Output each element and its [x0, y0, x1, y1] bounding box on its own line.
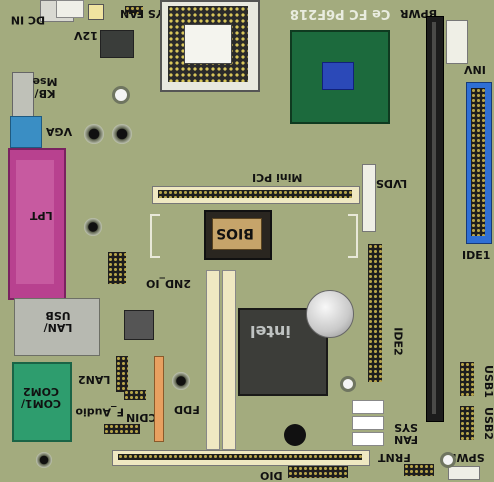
dc-in-label: DC IN	[10, 13, 46, 27]
fdd-label: FDD	[174, 403, 200, 416]
usb2-header	[460, 406, 474, 440]
bios-label: BIOS	[216, 225, 254, 241]
fan-sys-label: FAN SYS	[394, 421, 418, 447]
intel-chip-label: intel	[250, 322, 291, 341]
mini-pci-pins	[158, 190, 352, 198]
second-io-header	[108, 252, 126, 284]
lan-usb-label: LAN/ USB	[43, 309, 73, 335]
f-audio-label: F_Audio	[75, 405, 124, 419]
cmos-battery	[306, 290, 354, 338]
vga-connector	[10, 116, 42, 148]
inv-label: INV	[464, 63, 486, 76]
mounting-screw	[36, 452, 52, 468]
mounting-hole	[112, 86, 130, 104]
sys-fan-top-header	[125, 6, 143, 14]
capacitor	[84, 218, 102, 236]
lpt-label: LPT	[30, 209, 53, 222]
ide2-label: IDE2	[391, 327, 405, 356]
dimm-slot-groove	[432, 22, 436, 414]
bios-chip	[212, 218, 262, 250]
ide2-connector	[368, 244, 382, 382]
usb1-label: USB1	[481, 365, 494, 398]
mounting-hole	[440, 452, 456, 468]
usb2-label: USB2	[481, 407, 494, 440]
mini-pci-label: Mini PCI	[252, 171, 303, 184]
jumper-block	[352, 400, 384, 414]
buzzer	[284, 424, 306, 446]
capacitor	[112, 124, 132, 144]
dc-in-jack-body	[56, 0, 84, 18]
bpwr-connector	[446, 20, 468, 64]
fdd-connector	[154, 356, 164, 442]
mounting-hole	[340, 376, 356, 392]
mounting-screw	[172, 372, 190, 390]
lan-usb-connector	[14, 298, 100, 356]
com-label: COM1/ COM2	[20, 385, 62, 411]
frnt-label: FRNT	[378, 451, 411, 464]
ide1-label: IDE1	[462, 249, 491, 262]
vga-label: VGA	[46, 125, 73, 138]
cdin-label: CDIN	[126, 411, 157, 424]
jumper-block	[352, 416, 384, 430]
com-connector	[12, 362, 72, 442]
frnt-header	[404, 464, 434, 476]
dio-header	[288, 466, 348, 478]
lan-controller-chip	[124, 310, 154, 340]
lvds-connector	[362, 164, 376, 232]
riser-rail-right	[222, 270, 236, 450]
lan2-label: LAN2	[78, 373, 111, 386]
lpt-connector-inner	[16, 160, 54, 284]
lan2-header	[116, 356, 128, 392]
riser-rail-left	[206, 270, 220, 450]
usb1-header	[460, 362, 474, 396]
brand-silkscreen: Ce FC P6F218	[290, 6, 391, 21]
cpu-socket-cavity	[184, 24, 232, 64]
regulator-chip	[100, 30, 134, 58]
northbridge-die	[322, 62, 354, 90]
ide1-pins	[471, 88, 485, 236]
mini-pci-latch-right	[348, 214, 358, 258]
expansion-slot-pins	[118, 454, 362, 460]
spwr-connector	[448, 466, 480, 480]
lvds-label: LVDS	[376, 177, 408, 190]
capacitor	[84, 124, 104, 144]
second-io-label: 2ND_IO	[146, 277, 191, 290]
mini-pci-latch-left	[150, 214, 160, 258]
kb-mse-label: KB/ Mse	[32, 75, 58, 101]
power-12v-connector	[88, 4, 104, 20]
power-12v-label: 12V	[74, 29, 98, 42]
dio-label: DIO	[260, 469, 283, 482]
cdin-header	[124, 390, 146, 400]
f-audio-header	[104, 424, 140, 434]
jumper-block	[352, 432, 384, 446]
